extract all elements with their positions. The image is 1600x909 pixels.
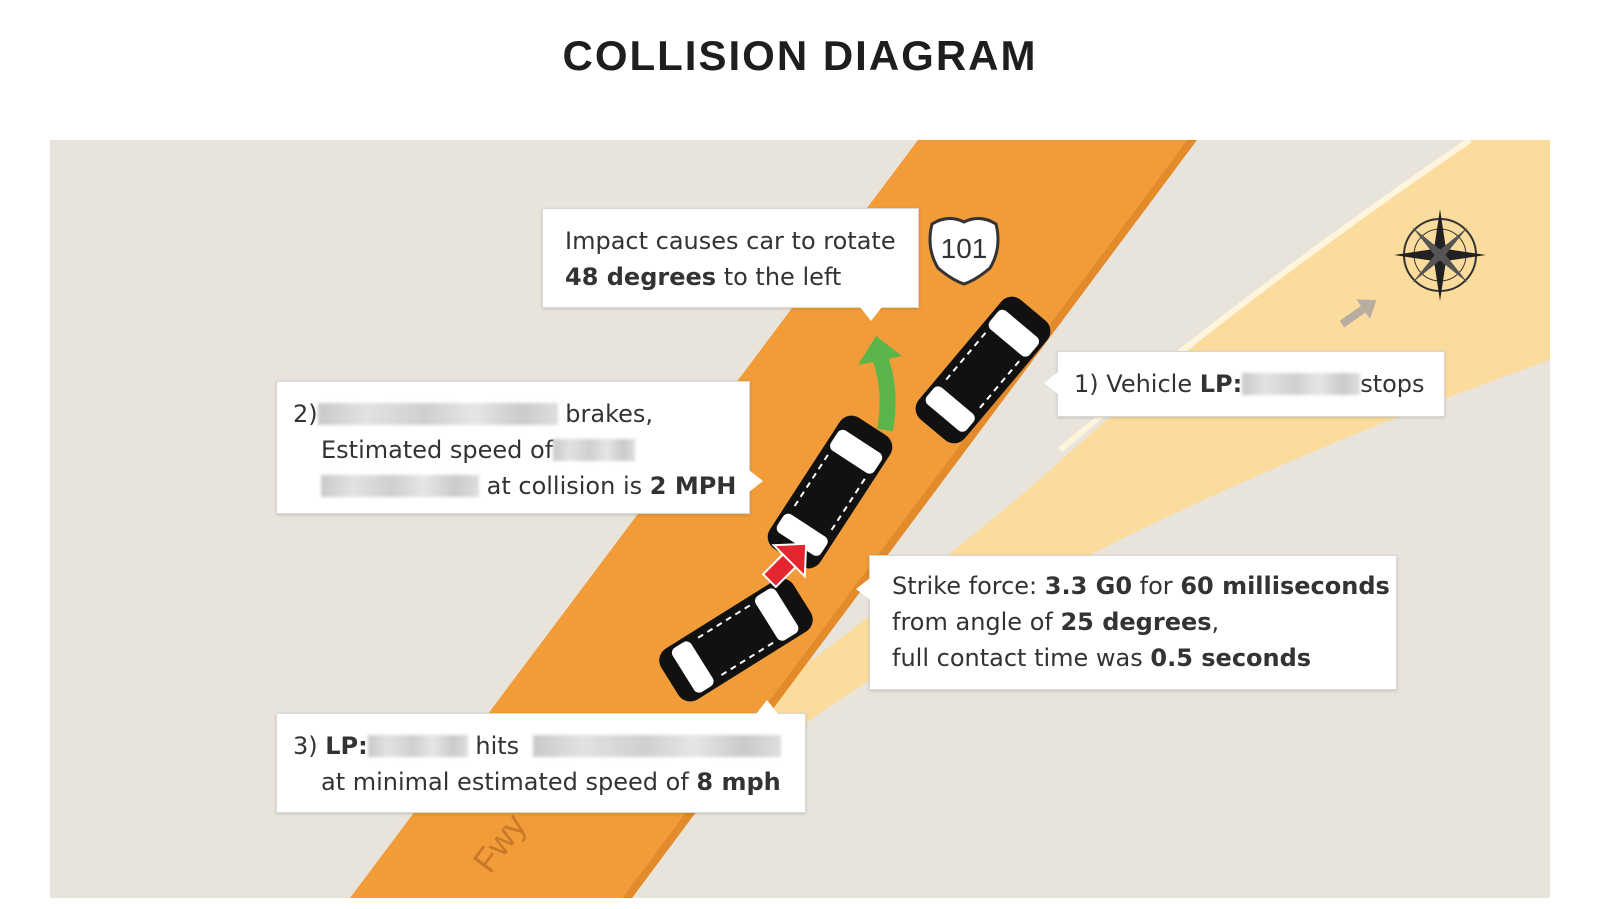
callout-rotation-pointer xyxy=(860,307,882,321)
vehicle2-prefix: 2) xyxy=(293,400,318,428)
vehicle3-hits: hits xyxy=(467,732,520,760)
vehicle2-brakes: brakes, xyxy=(557,400,654,428)
strike-line-1: Strike force: 3.3 G0 for 60 milliseconds xyxy=(892,568,1396,604)
highway-shield-icon: 101 xyxy=(928,217,1000,286)
vehicle2-line-2: Estimated speed of xyxy=(293,432,749,468)
compass-rose-icon xyxy=(1394,209,1486,301)
rotation-arrow-icon xyxy=(858,336,902,432)
vehicle3-speed: 8 mph xyxy=(696,768,781,796)
vehicle3-line-1: 3) LP: hits xyxy=(293,728,805,764)
callout-vehicle-3: 3) LP: hits at minimal estimated speed o… xyxy=(276,713,806,813)
vehicle3-lp: LP: xyxy=(325,732,368,760)
vehicle1-prefix: 1) Vehicle xyxy=(1074,370,1200,398)
vehicle2-line-1: 2) brakes, xyxy=(293,396,749,432)
vehicle1-lp: LP: xyxy=(1199,370,1243,398)
strike-force: 3.3 G0 xyxy=(1044,572,1133,600)
callout-strike-force-pointer xyxy=(856,578,870,600)
direction-arrow-icon xyxy=(1339,299,1377,328)
rotation-degrees: 48 degrees xyxy=(565,263,717,291)
callout-strike-force: Strike force: 3.3 G0 for 60 milliseconds… xyxy=(869,555,1397,690)
redacted-plate xyxy=(367,735,468,757)
strike-for: for xyxy=(1132,572,1181,600)
rotation-line-2: 48 degrees to the left xyxy=(565,259,918,295)
strike-angle: 25 degrees xyxy=(1060,608,1212,636)
redacted-name xyxy=(317,403,558,425)
vehicle2-line-3: at collision is 2 MPH xyxy=(293,468,749,504)
callout-vehicle-2-pointer xyxy=(749,470,763,492)
strike-line-2: from angle of 25 degrees, xyxy=(892,604,1396,640)
redacted-vehicle-model xyxy=(321,475,479,497)
rotation-line-1: Impact causes car to rotate xyxy=(565,227,896,255)
vehicle3-prefix: 3) xyxy=(293,732,326,760)
callout-vehicle-2: 2) brakes, Estimated speed of at collisi… xyxy=(276,381,750,514)
strike-line-3: full contact time was 0.5 seconds xyxy=(892,640,1396,676)
page-title: COLLISION DIAGRAM xyxy=(562,32,1038,79)
strike-duration: 60 milliseconds xyxy=(1180,572,1390,600)
strike-comma: , xyxy=(1211,608,1220,636)
impact-arrow-icon xyxy=(761,542,808,589)
strike-angle-prefix: from angle of xyxy=(892,608,1061,636)
highway-shield-number: 101 xyxy=(941,233,988,264)
callout-rotation: Impact causes car to rotate 48 degrees t… xyxy=(542,208,919,308)
callout-vehicle-1-pointer xyxy=(1044,372,1058,394)
callout-vehicle-3-pointer xyxy=(756,700,778,714)
vehicle3-line-2: at minimal estimated speed of 8 mph xyxy=(293,764,805,800)
strike-prefix: Strike force: xyxy=(892,572,1045,600)
redacted-vehicle xyxy=(532,735,781,757)
vehicle2-speed-prefix: Estimated speed of xyxy=(321,436,554,464)
vehicle2-collision-text: at collision is xyxy=(479,472,650,500)
freeway xyxy=(350,140,1187,898)
strike-contact: 0.5 seconds xyxy=(1150,644,1312,672)
vehicle3-speed-prefix: at minimal estimated speed of xyxy=(321,768,697,796)
redacted-plate xyxy=(1242,373,1361,395)
vehicle1-suffix: stops xyxy=(1360,370,1425,398)
rotation-rest: to the left xyxy=(716,263,842,291)
redacted-vehicle xyxy=(553,439,636,461)
vehicle2-speed: 2 MPH xyxy=(649,472,737,500)
strike-contact-prefix: full contact time was xyxy=(892,644,1151,672)
callout-vehicle-1: 1) Vehicle LP: stops xyxy=(1057,351,1445,417)
